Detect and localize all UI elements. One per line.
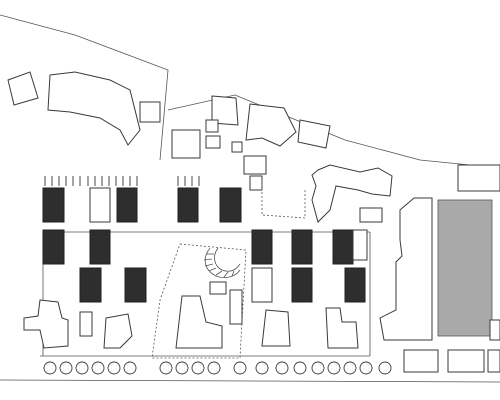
spiral-stair (204, 247, 241, 278)
housing-block-r3-4 (291, 267, 313, 303)
building-lower-bar (79, 311, 93, 337)
hatch-row (44, 176, 200, 186)
housing-block-r2-6 (352, 229, 368, 261)
tree (107, 361, 121, 375)
tree-row (43, 361, 392, 375)
building-upper-mid-c (297, 119, 331, 149)
housing-block-r3-1 (79, 267, 102, 303)
building-far-right-top (457, 164, 500, 192)
tree (59, 361, 73, 375)
tree (43, 361, 57, 375)
tree (159, 361, 173, 375)
building-lower-centre (175, 295, 223, 349)
tree (191, 361, 205, 375)
tree (75, 361, 89, 375)
building-courtyard-block (379, 197, 433, 341)
building-central-small-b (229, 289, 243, 325)
tree (311, 361, 325, 375)
tree (255, 361, 269, 375)
building-upper-mid-a (211, 95, 239, 126)
courtyard (437, 199, 493, 337)
building-bottom-right-3 (487, 349, 500, 373)
building-annex (139, 101, 161, 123)
housing-block-r2-5 (332, 229, 354, 265)
building-small-2 (205, 135, 221, 149)
road-edge-top (0, 14, 169, 161)
building-small-5 (249, 175, 263, 191)
tree (175, 361, 189, 375)
tree (359, 361, 373, 375)
building-lower-right (325, 307, 359, 349)
building-lower-mid-right (261, 309, 291, 347)
housing-block-r3-3 (251, 267, 273, 303)
plot-outline-upper (261, 180, 306, 219)
building-top-left-small (7, 71, 39, 106)
tree (91, 361, 105, 375)
building-square-1 (171, 129, 201, 159)
tree (343, 361, 357, 375)
tree (378, 361, 392, 375)
tree (327, 361, 341, 375)
building-right-small (359, 207, 383, 223)
housing-block-r2-1 (42, 229, 65, 265)
building-bottom-right-2 (447, 349, 485, 373)
building-lower-left (23, 299, 69, 349)
building-small-1 (205, 119, 219, 133)
housing-block-r2-2 (89, 229, 111, 265)
tree (293, 361, 307, 375)
housing-block-r1-2 (89, 187, 111, 223)
housing-block-r3-5 (344, 267, 366, 303)
housing-block-r1-4 (177, 187, 199, 223)
tree (207, 361, 221, 375)
housing-block-r1-5 (219, 187, 242, 223)
housing-block-r1-3 (116, 187, 138, 223)
building-top-left-long (47, 71, 141, 146)
spiral-stair-inner (214, 247, 241, 272)
road-edge-bottom (0, 379, 500, 383)
building-small-3 (231, 141, 243, 153)
building-upper-mid-b (245, 103, 297, 147)
tree (123, 361, 137, 375)
building-far-right-bottom (489, 319, 500, 341)
tree (233, 361, 247, 375)
spiral-stair-treads (203, 253, 235, 278)
building-lower-mid-left (103, 313, 133, 349)
building-right-complex (311, 164, 393, 223)
housing-block-r2-3 (251, 229, 273, 265)
housing-block-r2-4 (291, 229, 313, 265)
tree (275, 361, 289, 375)
housing-block-r3-2 (124, 267, 147, 303)
building-central-small-a (209, 281, 227, 295)
building-small-4 (243, 155, 267, 175)
building-bottom-right-1 (403, 349, 439, 373)
housing-block-r1-1 (42, 187, 65, 223)
